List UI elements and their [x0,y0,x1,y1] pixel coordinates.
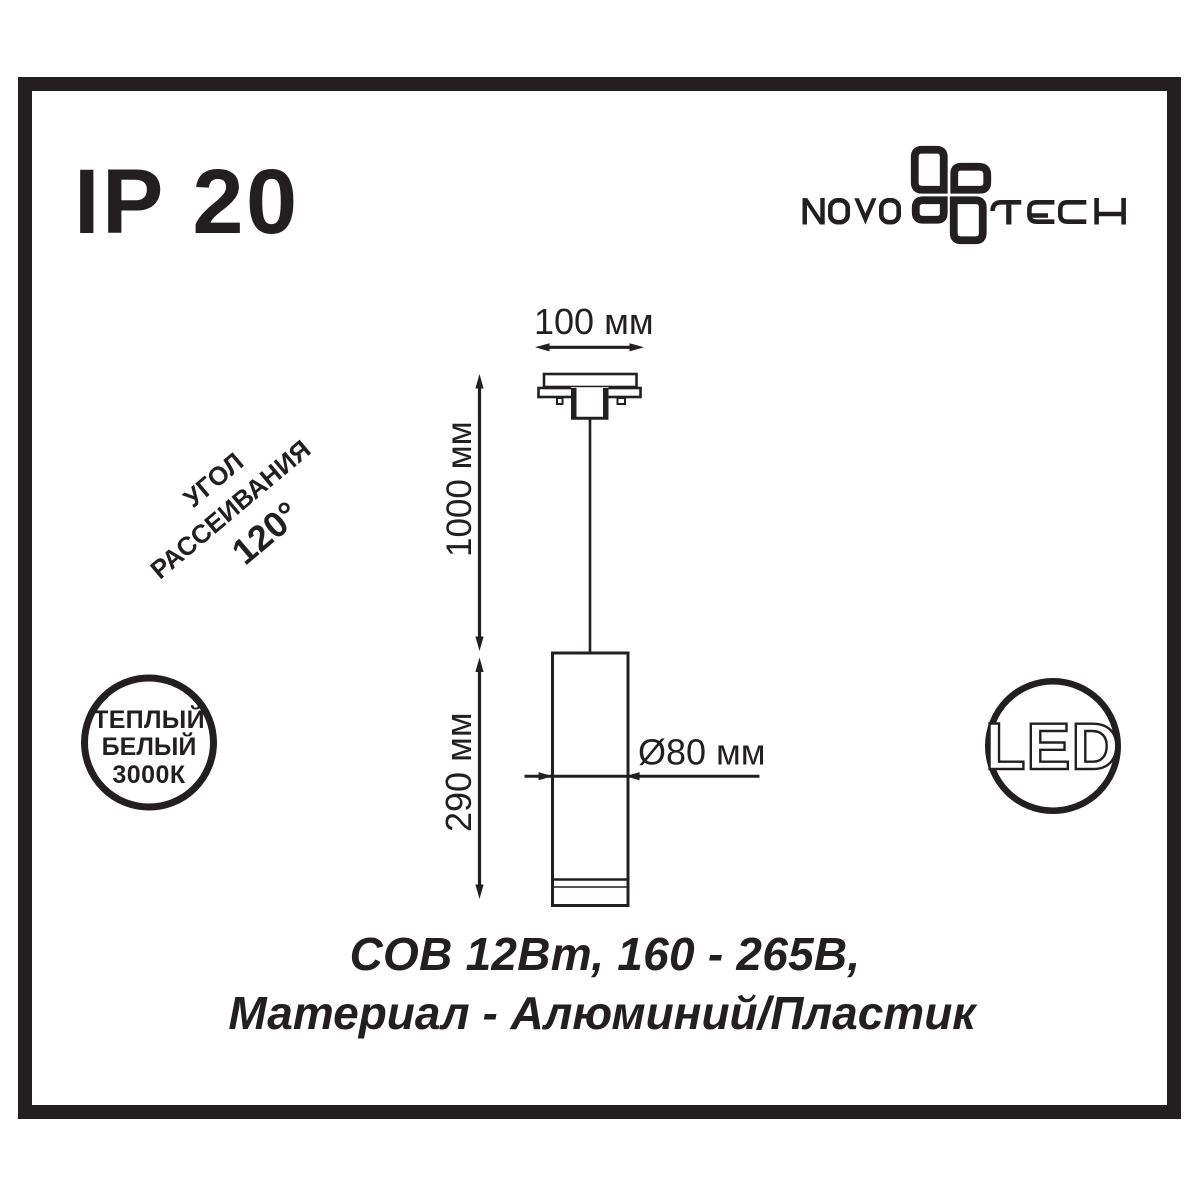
svg-text:290 мм: 290 мм [438,712,479,832]
svg-text:Ø80 мм: Ø80 мм [638,732,766,773]
svg-text:СОВ 12Вт, 160 - 265В,: СОВ 12Вт, 160 - 265В, [350,928,861,980]
svg-text:1000 мм: 1000 мм [440,421,479,557]
svg-text:Материал - Алюминий/Пластик: Материал - Алюминий/Пластик [228,987,978,1039]
svg-text:IP 20: IP 20 [74,151,300,253]
svg-text:LED: LED [985,709,1120,783]
svg-text:3000К: 3000К [112,761,186,789]
svg-text:100 мм: 100 мм [534,301,654,342]
svg-text:ТЕПЛЫЙ: ТЕПЛЫЙ [93,704,205,734]
svg-text:БЕЛЫЙ: БЕЛЫЙ [102,731,197,761]
